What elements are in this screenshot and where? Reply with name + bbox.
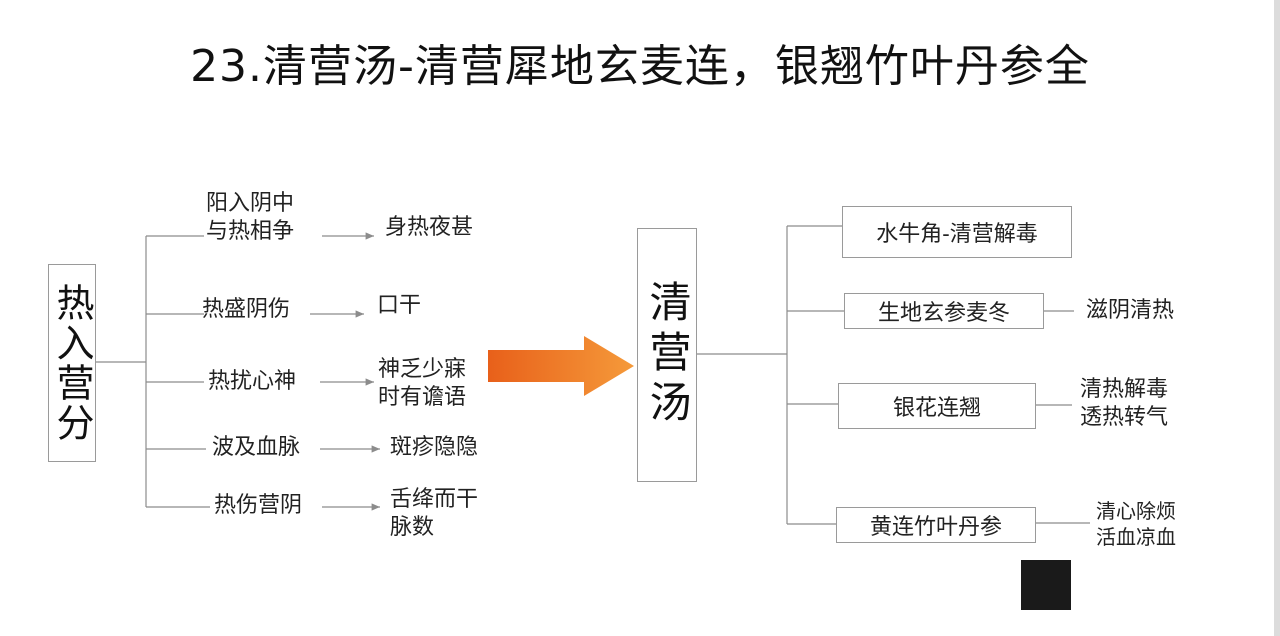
symptom-label: 斑疹隐隐 xyxy=(390,435,479,460)
herb-box: 黄连竹叶丹参 xyxy=(836,507,1036,543)
root-label: 热入营分 xyxy=(50,283,94,443)
effect-label: 滋阴清热 xyxy=(1086,298,1175,323)
center-node: 清营汤 xyxy=(637,228,697,482)
cause-label: 热扰心神 xyxy=(208,369,297,394)
dark-patch xyxy=(1021,560,1071,610)
symptom-label: 舌绛而干脉数 xyxy=(390,487,479,540)
cause-label: 波及血脉 xyxy=(212,435,301,460)
center-label: 清营汤 xyxy=(643,280,692,430)
right-edge-strip xyxy=(1274,0,1280,636)
cause-label: 热盛阴伤 xyxy=(202,297,291,322)
herb-box: 生地玄参麦冬 xyxy=(844,293,1044,329)
symptom-label: 口干 xyxy=(377,293,422,318)
root-node: 热入营分 xyxy=(48,264,96,462)
effect-label: 清心除烦活血凉血 xyxy=(1096,499,1176,549)
cause-label: 阳入阴中与热相争 xyxy=(206,191,295,244)
big-arrow-icon xyxy=(488,336,634,396)
page-title: 23.清营汤-清营犀地玄麦连，银翘竹叶丹参全 xyxy=(190,41,1090,92)
herb-box: 水牛角-清营解毒 xyxy=(842,206,1072,258)
cause-label: 热伤营阴 xyxy=(214,493,303,518)
symptom-label: 神乏少寐时有谵语 xyxy=(378,357,467,410)
symptom-label: 身热夜甚 xyxy=(385,215,474,240)
effect-label: 清热解毒透热转气 xyxy=(1080,377,1169,430)
herb-box: 银花连翘 xyxy=(838,383,1036,429)
